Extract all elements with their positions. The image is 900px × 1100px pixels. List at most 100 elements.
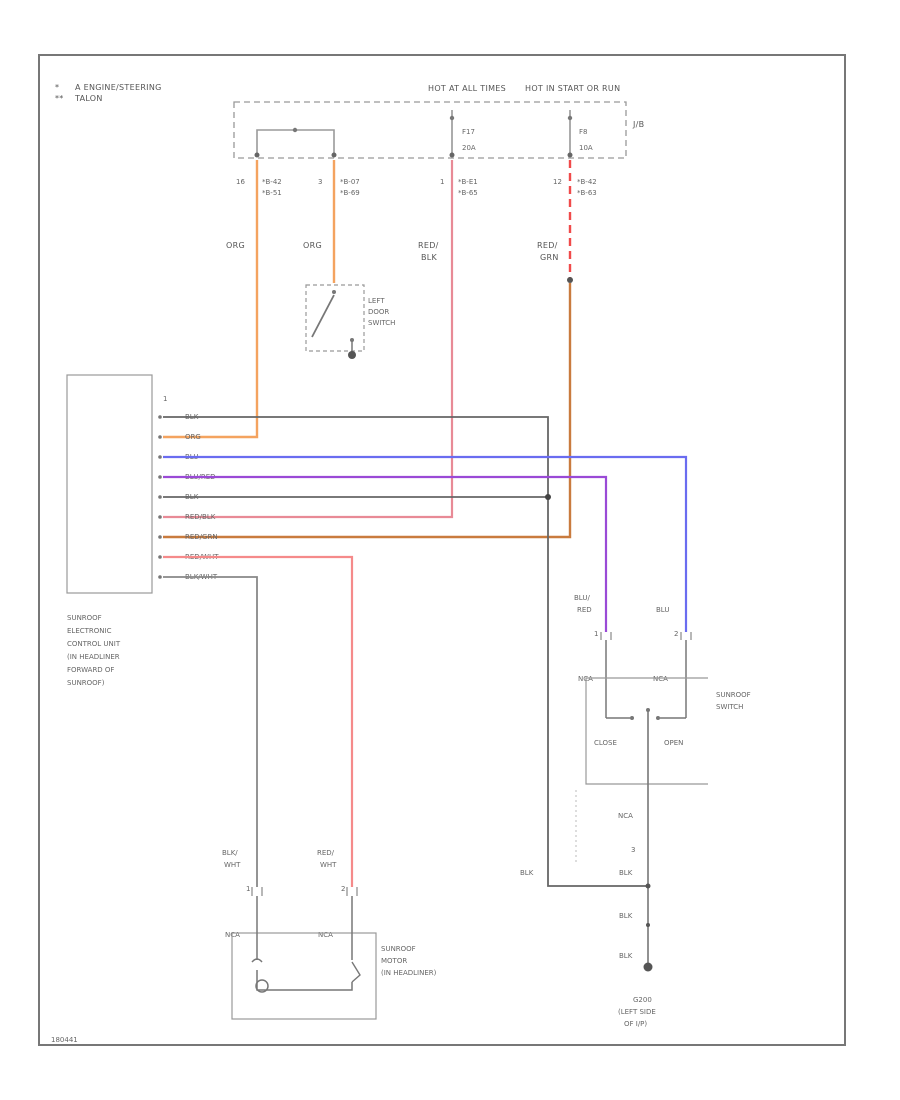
splice-red-grn [567, 277, 573, 283]
ground-blk-3: BLK [619, 952, 633, 960]
wire-red-blk [163, 160, 454, 519]
sw-open-label: OPEN [664, 739, 683, 747]
motor-connector-right-icon [346, 887, 358, 896]
wire4-label-a: RED/ [537, 241, 558, 250]
conn4-pin: 12 [553, 178, 562, 186]
wire1-label: ORG [226, 241, 245, 250]
sw-wire-left-a: BLU/ [574, 594, 590, 602]
ecu-top-pin: 1 [163, 395, 167, 403]
wire4-label-b: GRN [540, 253, 559, 262]
sw-pin-right: 2 [674, 630, 678, 638]
ground-splice-2 [646, 923, 650, 927]
junction-internal-link [256, 129, 335, 154]
ecu-desc-4: (IN HEADLINER [67, 653, 120, 661]
ground-label-2: (LEFT SIDE [618, 1008, 656, 1016]
conn2-pin: 3 [318, 178, 322, 186]
ecu-pin-5 [158, 495, 162, 499]
fuse1-terminal [449, 115, 455, 121]
door-switch-outline [305, 284, 365, 352]
fuse2-name: F8 [579, 128, 587, 136]
conn3-name: *B-E1 [458, 178, 478, 186]
door-switch-arm [311, 294, 335, 338]
jb-pin-4 [567, 152, 573, 158]
ground-blk-1: BLK [619, 869, 633, 877]
sw-nca-bottom: NCA [618, 812, 633, 820]
wire3-label-b: BLK [421, 253, 438, 262]
motor-wire-right-b: WHT [320, 861, 337, 869]
sw-pin-left: 1 [594, 630, 598, 638]
jb-pin-2 [331, 152, 337, 158]
legend-line-2: TALON [74, 94, 103, 103]
motor-icon [255, 979, 269, 993]
conn2-name: *B-07 [340, 178, 360, 186]
wire2-label: ORG [303, 241, 322, 250]
ground-label-3: OF I/P) [624, 1020, 647, 1028]
jb-pin-1 [254, 152, 260, 158]
motor-pin-left: 1 [246, 885, 250, 893]
hot-at-all-times-label: HOT AT ALL TIMES [428, 84, 506, 93]
sw-nca-right: NCA [653, 675, 668, 683]
wire-blu-red [163, 475, 608, 632]
motor-symbol-icon [251, 958, 353, 991]
sw-connector-right-icon [680, 632, 692, 640]
motor-box [231, 932, 377, 1020]
door-switch-label-2: DOOR [368, 308, 389, 316]
junction-block-outline [233, 101, 627, 159]
diagram-frame [38, 54, 846, 1046]
door-switch-label-3: SWITCH [368, 319, 395, 327]
sw-pin-bottom: 3 [631, 846, 635, 854]
wire-blk-1 [163, 416, 648, 887]
junction-dot [292, 127, 298, 133]
conn2-name2: *B-69 [340, 189, 360, 197]
ecu-desc-3: CONTROL UNIT [67, 640, 121, 648]
motor-label-1: SUNROOF [381, 945, 416, 953]
motor-nca-right: NCA [318, 931, 333, 939]
fuse2-rating: 10A [579, 144, 593, 152]
sw-title-1: SUNROOF [716, 691, 751, 699]
ground-splice-1 [645, 883, 651, 889]
legend-star: * [55, 83, 59, 92]
ecu-desc-6: SUNROOF) [67, 679, 105, 687]
ecu-pin-2 [158, 435, 162, 439]
ecu-pin-4 [158, 475, 162, 479]
ecu-pins [158, 415, 162, 579]
conn1-pin: 16 [236, 178, 245, 186]
ecu-desc-2: ELECTRONIC [67, 627, 112, 635]
motor-wire-right-a: RED/ [317, 849, 335, 857]
sw-title-2: SWITCH [716, 703, 743, 711]
sw-contact-left [630, 716, 634, 720]
motor-wire-left-b: WHT [224, 861, 241, 869]
ground-blk-2: BLK [619, 912, 633, 920]
motor-right-switch-icon [351, 961, 361, 983]
fuse1-name: F17 [462, 128, 475, 136]
wire-red-grn [163, 283, 572, 539]
ground-blk-left: BLK [520, 869, 534, 877]
ecu-pin-6 [158, 515, 162, 519]
conn4-name: *B-42 [577, 178, 597, 186]
sw-close-label: CLOSE [594, 739, 617, 747]
motor-connector-left-icon [251, 887, 263, 896]
footer-code: 180441 [51, 1036, 78, 1044]
conn3-name2: *B-65 [458, 189, 478, 197]
splice-blk [545, 494, 551, 500]
hot-in-start-label: HOT IN START OR RUN [525, 84, 620, 93]
conn1-name2: *B-51 [262, 189, 282, 197]
ecu-row-6: RED/BLK [185, 513, 216, 521]
sw-connector-left-icon [600, 632, 612, 640]
legend-line-1: A ENGINE/STEERING [75, 83, 162, 92]
motor-label-2: MOTOR [381, 957, 407, 965]
wire-blk-wht [163, 576, 258, 887]
motor-wire-left-a: BLK/ [222, 849, 238, 857]
conn1-name: *B-42 [262, 178, 282, 186]
door-switch-label-1: LEFT [368, 297, 385, 305]
conn3-pin: 1 [440, 178, 444, 186]
sw-arm-pivot [646, 708, 650, 712]
ecu-pin-8 [158, 555, 162, 559]
ecu-pin-3 [158, 455, 162, 459]
ecu-desc-1: SUNROOF [67, 614, 102, 622]
conn4-name2: *B-63 [577, 189, 597, 197]
ecu-box [66, 374, 153, 594]
ecu-row-7: RED/GRN [185, 533, 218, 541]
motor-label-3: (IN HEADLINER) [381, 969, 437, 977]
